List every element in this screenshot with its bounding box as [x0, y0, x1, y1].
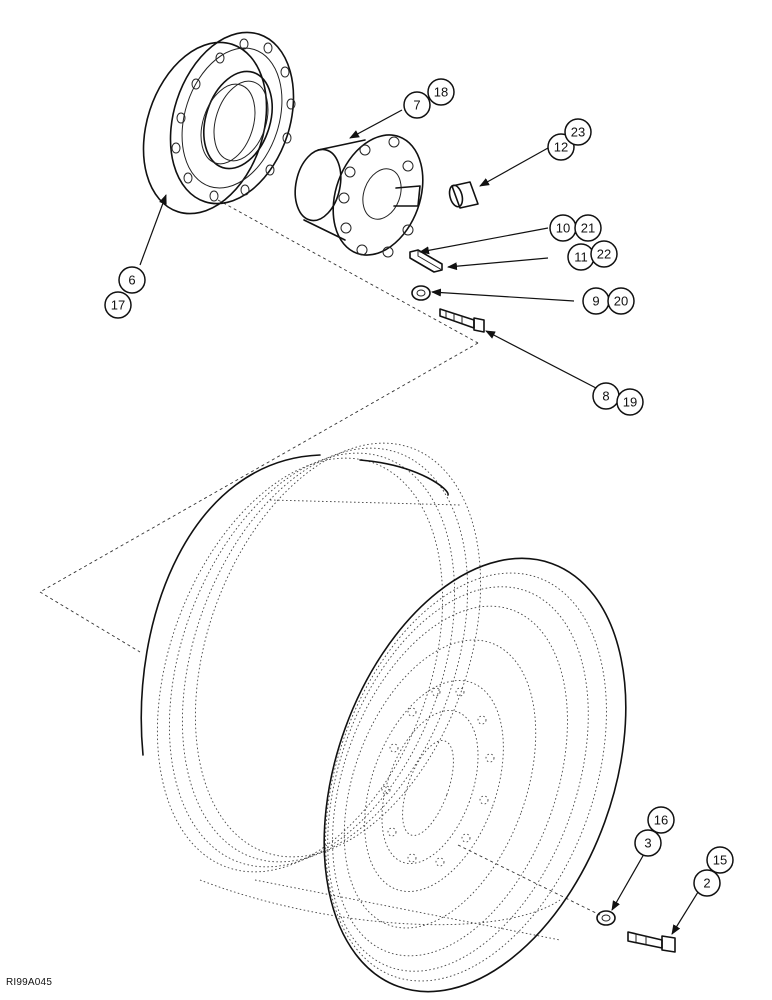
key-part: [409, 249, 443, 273]
callout-18: 18: [427, 78, 455, 106]
callout-22: 22: [590, 240, 618, 268]
hub-part: [142, 31, 296, 215]
wheel-part: [140, 442, 627, 993]
callout-17: 17: [104, 291, 132, 319]
callout-17-label: 17: [111, 298, 125, 313]
callout-15-label: 15: [713, 853, 727, 868]
callout-8-label: 8: [602, 389, 609, 404]
figure-id-label: RI99A045: [6, 977, 53, 988]
wheel-washer-part: [596, 910, 616, 926]
wheel-rim-front: [323, 557, 627, 993]
callout-15: 15: [706, 846, 734, 874]
callout-23: 23: [564, 118, 592, 146]
callout-2: 2: [693, 869, 721, 897]
callout-8: 8: [592, 382, 620, 410]
callout-16-label: 16: [654, 813, 668, 828]
callout-22-label: 22: [597, 247, 611, 262]
washer-part: [411, 285, 431, 301]
bolt-part: [439, 308, 485, 333]
alignment-phantom-lines: [39, 199, 601, 916]
wheel-rim-back: [156, 442, 482, 873]
callout-10-label: 10: [556, 221, 570, 236]
callout-3-label: 3: [644, 836, 651, 851]
callout-16: 16: [647, 806, 675, 834]
adapter-bolt-holes: [338, 136, 414, 258]
callout-12-label: 12: [554, 140, 568, 155]
wheel-bolt-holes: [381, 687, 495, 867]
callout-6: 6: [118, 266, 146, 294]
callout-9: 9: [582, 287, 610, 315]
callout-23-label: 23: [571, 125, 585, 140]
callout-21-label: 21: [581, 221, 595, 236]
callout-7: 7: [403, 91, 431, 119]
adapter-part: [294, 134, 424, 258]
leader-lines: [139, 109, 704, 935]
callout-20: 20: [607, 287, 635, 315]
callout-2-label: 2: [703, 876, 710, 891]
callout-21: 21: [574, 214, 602, 242]
callout-18-label: 18: [434, 85, 448, 100]
callout-3: 3: [634, 829, 662, 857]
callout-11: 11: [567, 243, 595, 271]
hub-bolt-holes: [171, 38, 296, 202]
bushing-part: [448, 181, 479, 209]
callout-20-label: 20: [614, 294, 628, 309]
callout-7-label: 7: [413, 98, 420, 113]
callout-19-label: 19: [623, 395, 637, 410]
callout-11-label: 11: [574, 250, 588, 265]
callout-9-label: 9: [592, 294, 599, 309]
callout-10: 10: [549, 214, 577, 242]
callout-19: 19: [616, 388, 644, 416]
wheel-bolt-part: [627, 931, 676, 953]
callout-6-label: 6: [128, 273, 135, 288]
